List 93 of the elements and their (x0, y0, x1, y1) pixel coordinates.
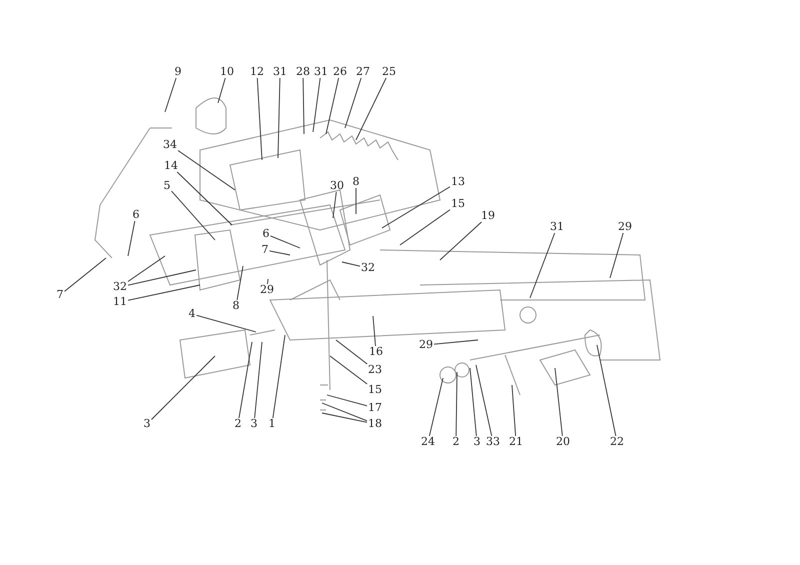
leader-line (356, 78, 387, 140)
leader-line (434, 340, 478, 345)
callout-number: 12 (249, 66, 265, 78)
leader-line (196, 314, 256, 332)
leader-line (164, 78, 177, 112)
callout-number: 2 (452, 436, 460, 448)
leader-line (178, 150, 236, 190)
leader-line (372, 316, 376, 346)
leader-line (218, 78, 226, 104)
leader-line (336, 340, 368, 364)
callout-number: 31 (313, 66, 329, 78)
callout-number: 17 (367, 402, 383, 414)
leader-line (440, 222, 482, 260)
callout-number: 14 (163, 160, 179, 172)
leader-line (530, 232, 556, 298)
leader-line (302, 78, 304, 134)
callout-number: 3 (472, 436, 482, 448)
leader-line (326, 394, 368, 406)
leader-line (332, 192, 337, 218)
leader-line (476, 364, 492, 436)
callout-number: 29 (617, 221, 633, 233)
callout-number: 10 (219, 66, 235, 78)
leader-line (272, 334, 286, 418)
callout-number: 32 (360, 262, 376, 274)
callout-number: 15 (367, 384, 383, 396)
callout-number: 15 (450, 198, 466, 210)
leader-line (128, 270, 196, 286)
leader-line (256, 78, 262, 160)
leader-line (238, 342, 252, 418)
leader-line (322, 412, 368, 423)
leader-line (610, 232, 624, 278)
callout-number: 16 (368, 346, 384, 358)
leader-line (236, 266, 244, 300)
callout-number: 2 (234, 418, 242, 430)
callout-number: 20 (555, 436, 571, 448)
callout-number: 9 (174, 66, 182, 78)
leader-line (176, 172, 232, 226)
callout-number: 11 (112, 296, 128, 308)
leader-line (382, 186, 450, 228)
callout-number: 21 (508, 436, 524, 448)
leader-line (312, 78, 321, 132)
leader-line (254, 342, 262, 418)
callout-number: 26 (332, 66, 348, 78)
callout-number: 27 (355, 66, 371, 78)
callout-number: 3 (250, 418, 258, 430)
callout-number: 6 (132, 209, 140, 221)
callout-number: 31 (549, 221, 565, 233)
callout-number: 8 (232, 300, 240, 312)
leader-line (428, 378, 444, 436)
callout-number: 4 (188, 308, 196, 320)
callout-number: 34 (162, 139, 178, 151)
callout-number: 13 (450, 176, 466, 188)
callout-number: 28 (295, 66, 311, 78)
leader-line (326, 78, 340, 134)
leader-line (456, 372, 458, 436)
leader-line (400, 209, 450, 246)
callout-number: 32 (112, 281, 128, 293)
leader-line (470, 368, 477, 436)
leader-line (267, 278, 268, 284)
callout-number: 31 (272, 66, 288, 78)
callout-number: 24 (420, 436, 436, 448)
callout-number: 5 (162, 180, 172, 192)
callout-number: 3 (142, 418, 152, 430)
leader-line (342, 262, 360, 267)
leader-line (322, 402, 368, 422)
leader-line (128, 220, 136, 256)
callout-number: 30 (329, 180, 345, 192)
callout-number: 29 (418, 339, 434, 351)
callout-number: 1 (268, 418, 276, 430)
leader-line (269, 250, 290, 256)
leader-line (64, 258, 106, 292)
leader-line (270, 235, 300, 248)
leader-line (344, 78, 362, 128)
leader-line (554, 368, 563, 436)
callout-number: 23 (367, 364, 383, 376)
callout-number: 22 (609, 436, 625, 448)
callout-number: 18 (367, 418, 383, 430)
callout-number: 25 (381, 66, 397, 78)
leader-line (128, 256, 166, 282)
callout-number: 6 (262, 228, 270, 240)
callout-number: 7 (260, 244, 270, 256)
callout-number: 8 (352, 176, 360, 188)
callout-number: 29 (259, 284, 275, 296)
leader-line (171, 190, 216, 240)
leader-line (330, 356, 368, 384)
leader-line (596, 344, 616, 436)
callout-number: 33 (485, 436, 501, 448)
leader-line (151, 356, 216, 420)
leader-line (128, 284, 200, 301)
leader-line (512, 384, 516, 436)
callout-number: 7 (56, 289, 64, 301)
leader-line (278, 78, 280, 158)
callout-number: 19 (480, 210, 496, 222)
